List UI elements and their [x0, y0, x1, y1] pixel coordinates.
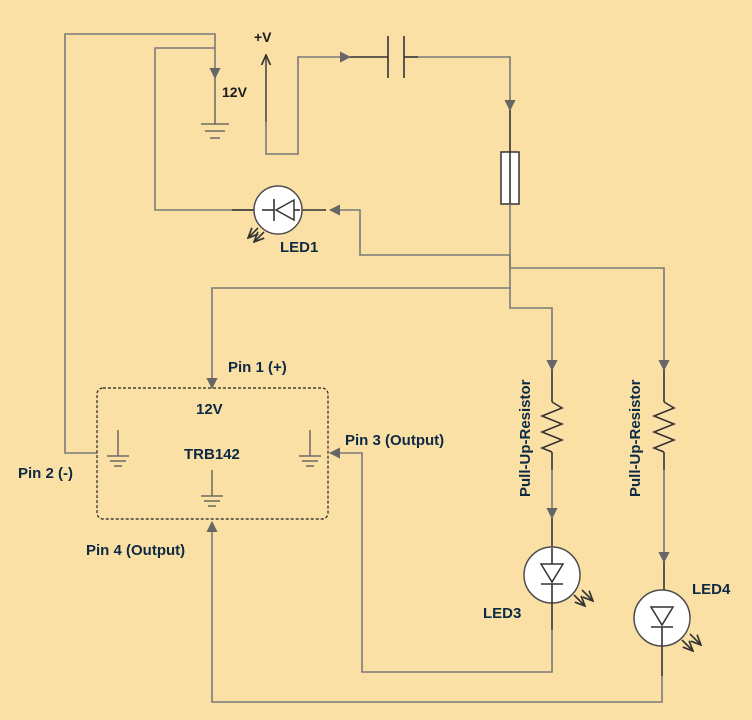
vplus-label: +V	[254, 29, 272, 45]
wire-pin2-to-top-ground[interactable]	[64, 33, 221, 454]
led4	[633, 562, 701, 676]
wire-vplus-to-capacitor[interactable]	[265, 51, 352, 155]
wire-led1-to-ground-loop[interactable]	[154, 47, 254, 211]
led1	[232, 185, 326, 242]
led3	[523, 518, 593, 630]
chip-voltage-label: 12V	[196, 401, 223, 418]
chip-name-label: TRB142	[184, 446, 240, 463]
v12-top-label: 12V	[222, 84, 248, 100]
chip-trb142[interactable]	[96, 387, 329, 520]
pin2-label: Pin 2 (-)	[18, 465, 73, 482]
pin3-label: Pin 3 (Output)	[345, 432, 444, 449]
chip-ground-bottom	[201, 470, 223, 507]
led4-label: LED4	[692, 581, 731, 598]
pullup-right-label: Pull-Up-Resistor	[627, 379, 644, 497]
chip-ground-right	[299, 430, 321, 467]
top-ground-symbol	[201, 78, 229, 139]
led3-label: LED3	[483, 605, 521, 622]
capacitor	[350, 36, 418, 78]
chip-ground-left	[107, 430, 129, 467]
wire-to-pullup-left[interactable]	[509, 288, 558, 372]
pin4-label: Pin 4 (Output)	[86, 542, 185, 559]
pullup-resistor-left	[539, 370, 565, 470]
wire-capacitor-to-fuse[interactable]	[418, 56, 516, 112]
led1-label: LED1	[280, 239, 318, 256]
pullup-left-label: Pull-Up-Resistor	[517, 379, 534, 497]
fuse	[500, 110, 520, 205]
wire-to-pullup-right[interactable]	[509, 255, 670, 372]
wire-led3-to-pin3[interactable]	[328, 447, 553, 673]
wire-led4-to-pin4[interactable]	[206, 520, 663, 703]
pullup-resistor-right	[651, 370, 677, 470]
pin1-label: Pin 1 (+)	[228, 359, 287, 376]
wire-fuse-to-pin1[interactable]	[206, 255, 511, 390]
wire-fuse-to-led1[interactable]	[328, 204, 511, 256]
